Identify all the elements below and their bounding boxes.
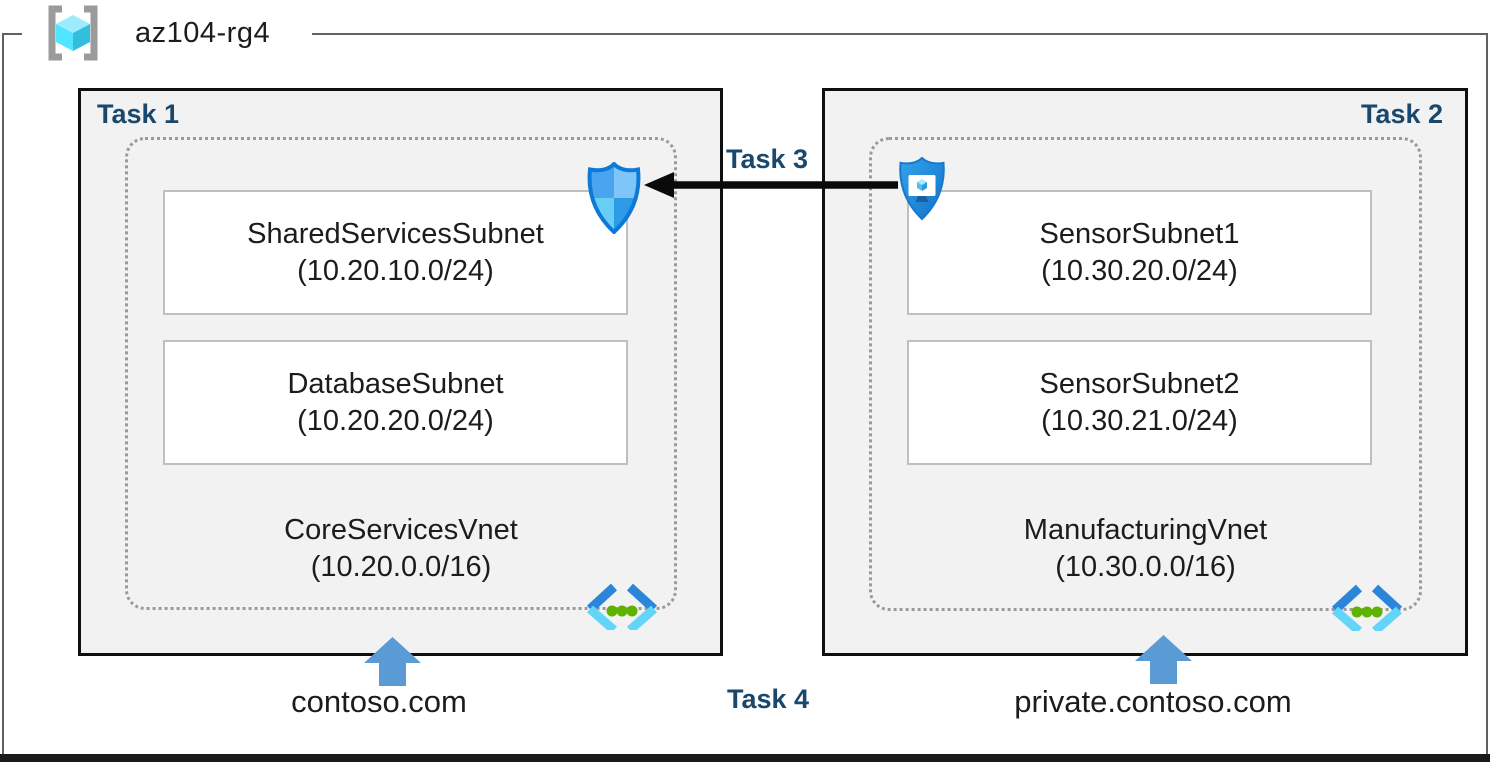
sensor-subnet-1: SensorSubnet1 (10.30.20.0/24) bbox=[907, 190, 1372, 315]
vnet-caption: ManufacturingVnet (10.30.0.0/16) bbox=[872, 512, 1419, 586]
subnet-cidr: (10.30.20.0/24) bbox=[1041, 254, 1238, 287]
vnet-caption: CoreServicesVnet (10.20.0.0/16) bbox=[128, 512, 674, 586]
up-arrow-icon bbox=[1135, 635, 1192, 684]
asg-shield-icon bbox=[896, 156, 948, 226]
subnet-name: SharedServicesSubnet bbox=[247, 217, 544, 250]
database-subnet: DatabaseSubnet (10.20.20.0/24) bbox=[163, 340, 628, 465]
manufacturing-vnet-boundary: SensorSubnet1 (10.30.20.0/24) SensorSubn… bbox=[869, 137, 1422, 635]
dns-zone-private-contoso: private.contoso.com bbox=[1014, 684, 1292, 719]
vnet-cidr: (10.20.0.0/16) bbox=[310, 551, 492, 583]
virtual-network-icon bbox=[584, 582, 660, 634]
vnet-name: CoreServicesVnet bbox=[284, 514, 518, 546]
vnet-cidr: (10.30.0.0/16) bbox=[1055, 551, 1236, 583]
subnet-name: SensorSubnet1 bbox=[1039, 217, 1240, 250]
subnet-name: DatabaseSubnet bbox=[287, 367, 504, 400]
shared-services-subnet: SharedServicesSubnet (10.20.10.0/24) bbox=[163, 190, 628, 315]
task1-label: Task 1 bbox=[97, 99, 180, 129]
virtual-network-icon bbox=[1329, 583, 1405, 635]
resource-group-name: az104-rg4 bbox=[135, 16, 271, 49]
resource-group-icon bbox=[48, 5, 98, 61]
nsg-shield-icon bbox=[585, 161, 643, 235]
dns-zone-contoso: contoso.com bbox=[291, 684, 467, 719]
resource-group-header: az104-rg4 bbox=[43, 4, 270, 62]
subnet-cidr: (10.20.10.0/24) bbox=[297, 254, 494, 287]
task4-label: Task 4 bbox=[726, 684, 810, 714]
resource-group-border-bottom bbox=[0, 754, 1490, 762]
subnet-name: SensorSubnet2 bbox=[1039, 367, 1240, 400]
core-services-vnet-boundary: SharedServicesSubnet (10.20.10.0/24) Dat… bbox=[125, 137, 677, 634]
peering-arrow bbox=[644, 172, 898, 198]
vnet-name: ManufacturingVnet bbox=[1023, 514, 1268, 546]
task3-label: Task 3 bbox=[725, 144, 809, 174]
task2-label: Task 2 bbox=[1360, 99, 1443, 129]
up-arrow-icon bbox=[364, 637, 421, 686]
subnet-cidr: (10.30.21.0/24) bbox=[1041, 404, 1238, 437]
sensor-subnet-2: SensorSubnet2 (10.30.21.0/24) bbox=[907, 340, 1372, 465]
subnet-cidr: (10.20.20.0/24) bbox=[297, 404, 494, 437]
resource-group-border bbox=[2, 33, 1488, 754]
